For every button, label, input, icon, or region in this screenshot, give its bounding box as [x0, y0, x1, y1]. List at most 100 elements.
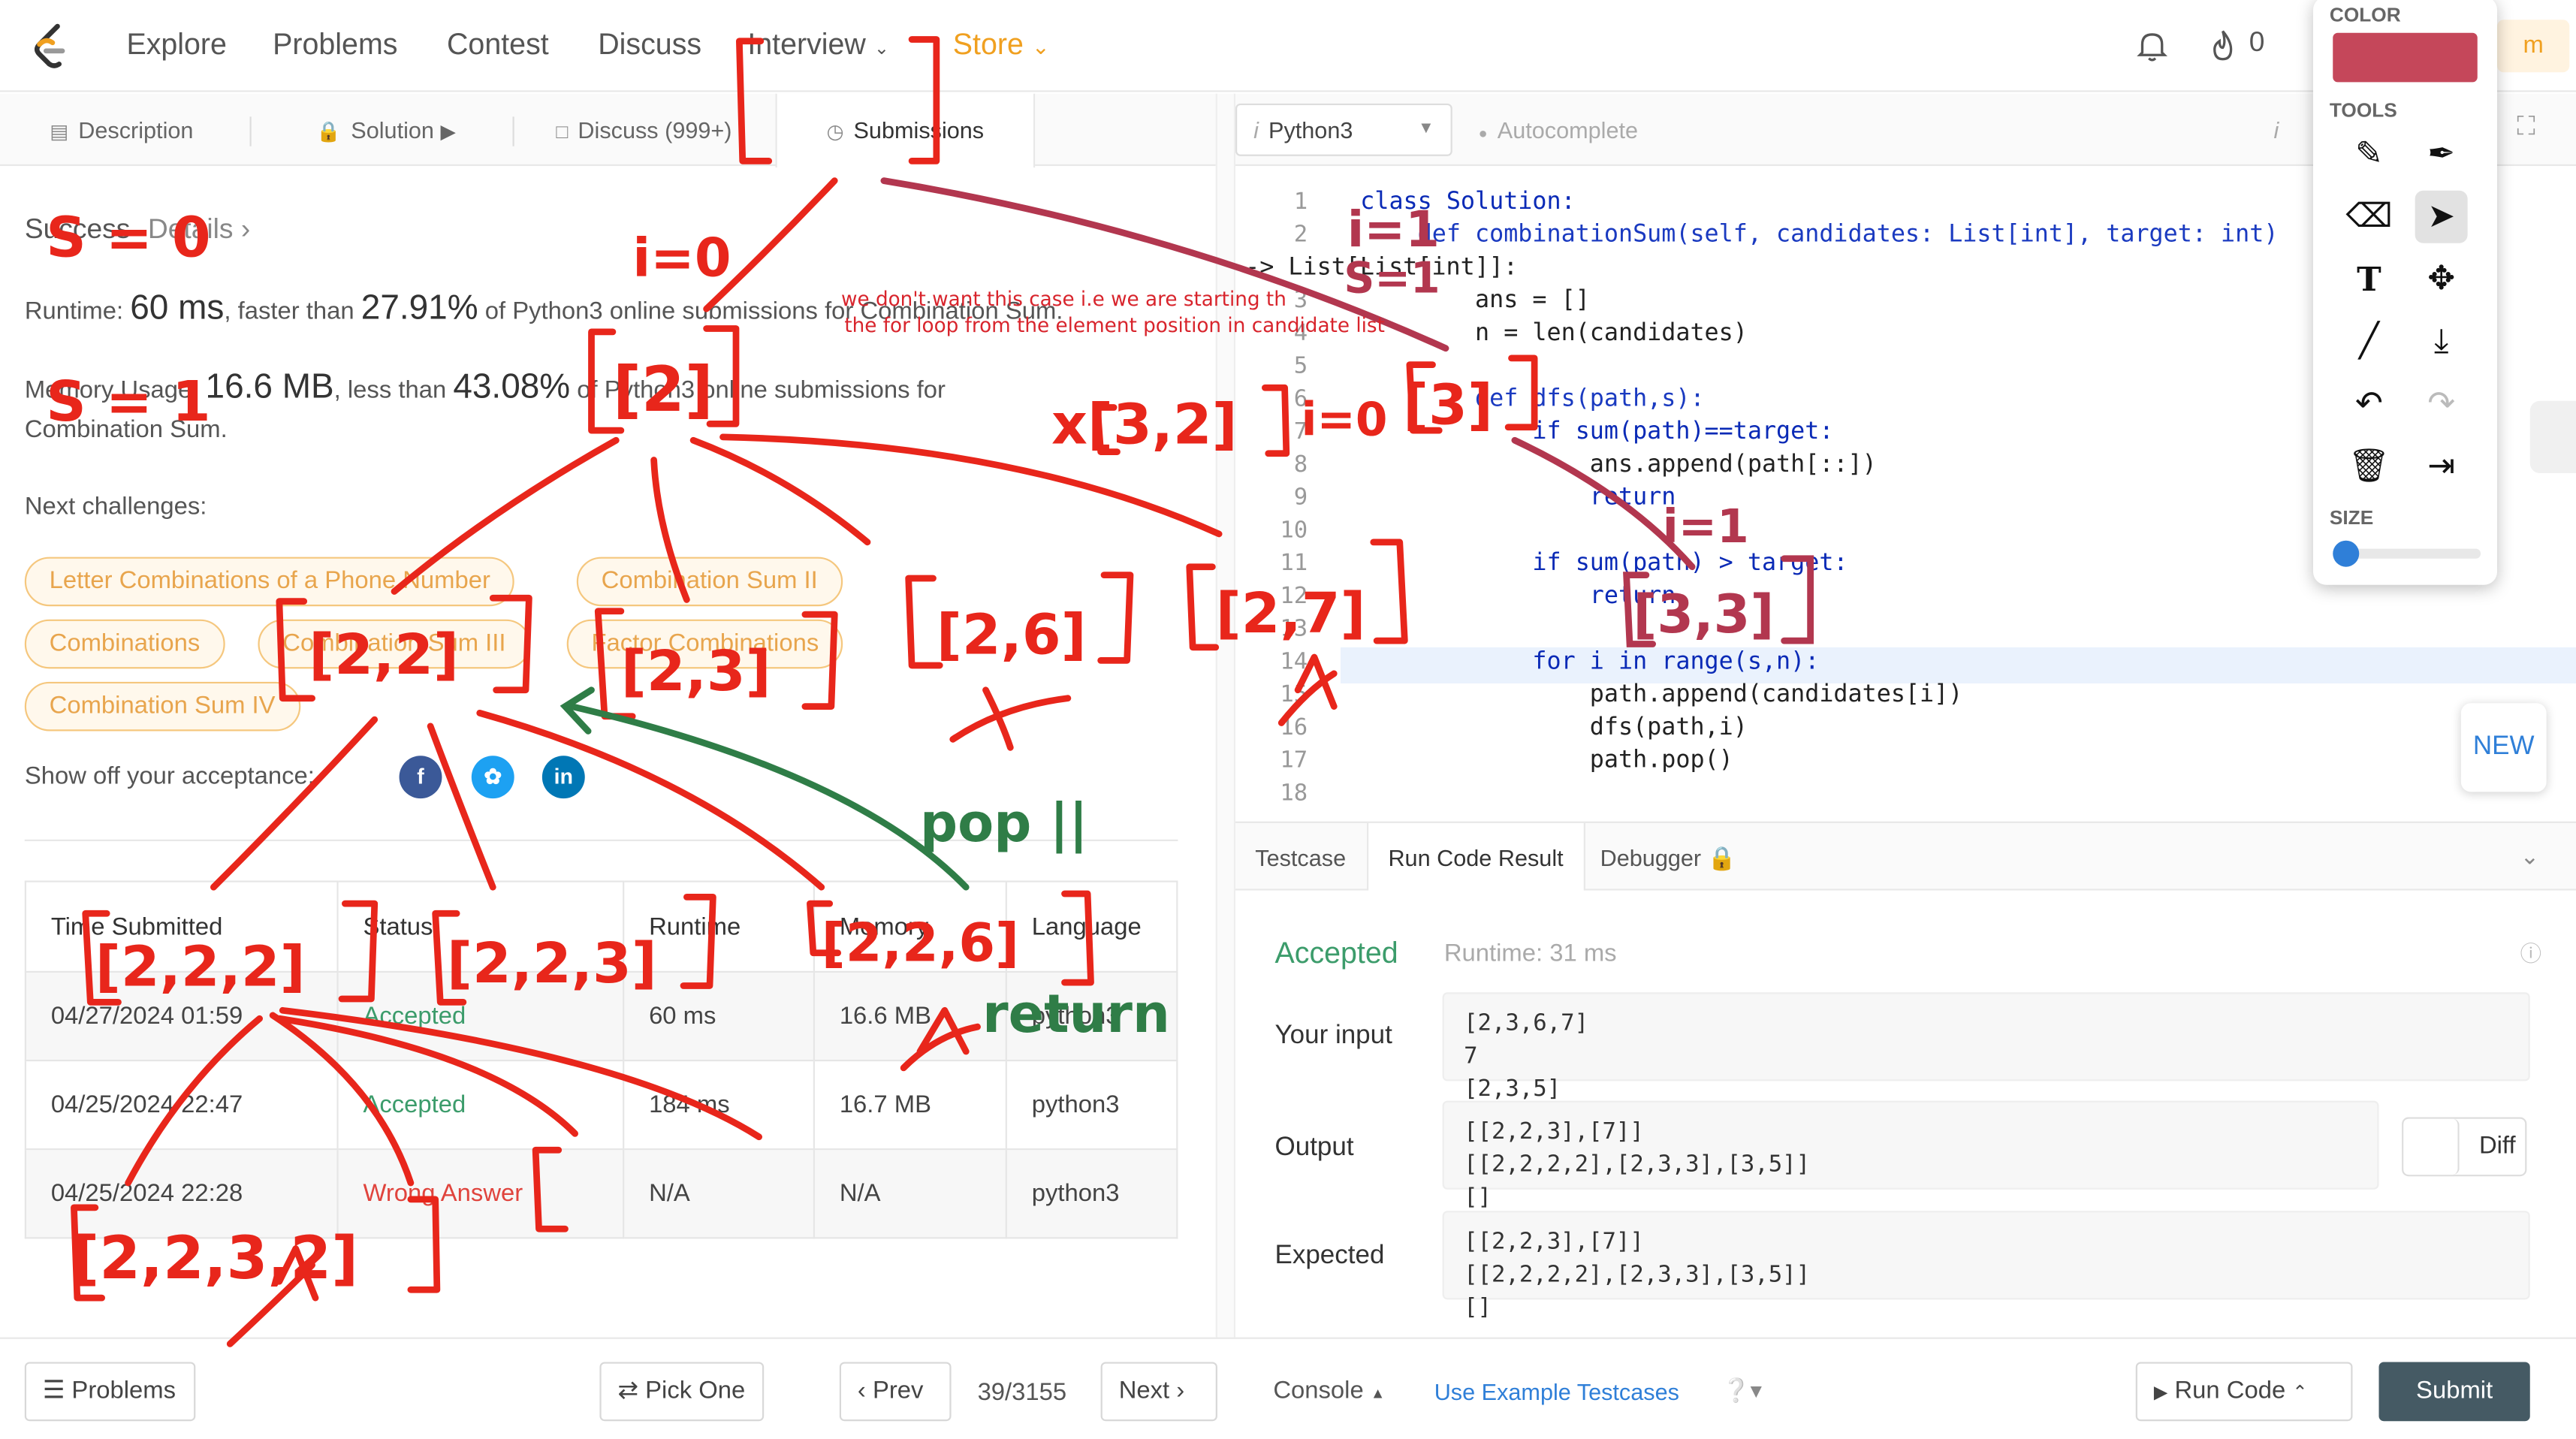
- cell-status[interactable]: Wrong Answer: [336, 1148, 625, 1239]
- challenge-combination-sum-ii[interactable]: Combination Sum II: [576, 557, 843, 607]
- chevron-left-icon: ‹: [857, 1377, 866, 1405]
- run-code-button[interactable]: ▶ Run Code ⌃: [2135, 1362, 2353, 1422]
- col-time-submitted[interactable]: Time Submitted: [24, 880, 339, 973]
- line-icon[interactable]: ╱: [2359, 323, 2379, 361]
- undo-icon[interactable]: ↶: [2355, 386, 2383, 423]
- cell-status[interactable]: Accepted: [336, 1059, 625, 1151]
- redo-icon[interactable]: ↷: [2427, 386, 2455, 423]
- challenge-combinations[interactable]: Combinations: [24, 619, 225, 669]
- nav-explore[interactable]: Explore: [126, 28, 227, 61]
- autocomplete-toggle[interactable]: ●Autocomplete: [1479, 116, 1638, 143]
- next-button[interactable]: Next ›: [1100, 1362, 1217, 1422]
- problem-counter: 39/3155: [977, 1378, 1067, 1407]
- bell-icon[interactable]: [2136, 29, 2169, 62]
- marker-icon[interactable]: ✒: [2427, 136, 2455, 173]
- premium-button[interactable]: m: [2497, 20, 2570, 73]
- output-box[interactable]: [[2,2,3],[7]] [[2,2,2,2],[2,3,3],[3,5]] …: [1442, 1100, 2379, 1211]
- col-language[interactable]: Language: [1005, 880, 1178, 973]
- new-badge-button[interactable]: NEW: [2460, 703, 2547, 792]
- pick-one-button[interactable]: ⇄ Pick One: [599, 1362, 765, 1422]
- color-swatch[interactable]: [2333, 32, 2478, 83]
- move-icon[interactable]: ✥: [2427, 261, 2455, 297]
- nav-store[interactable]: Store ⌄: [953, 28, 1050, 62]
- fire-count: 0: [2249, 26, 2265, 58]
- tab-discuss[interactable]: □Discuss (999+): [542, 94, 746, 166]
- line-number: 8: [1293, 451, 1308, 478]
- trash-icon[interactable]: 🗑: [2348, 448, 2390, 485]
- challenge-letter-combinations[interactable]: Letter Combinations of a Phone Number: [24, 557, 515, 607]
- diff-toggle[interactable]: Diff: [2402, 1117, 2527, 1177]
- tab-run-code-result[interactable]: Run Code Result: [1367, 822, 1585, 894]
- line-number: 16: [1280, 714, 1308, 741]
- info-icon[interactable]: i: [2273, 116, 2279, 143]
- tab-solution[interactable]: 🔒Solution ▶: [296, 94, 477, 166]
- size-slider-track[interactable]: [2336, 548, 2481, 559]
- tab-submissions[interactable]: ◷Submissions: [775, 93, 1036, 168]
- nav-discuss[interactable]: Discuss: [598, 28, 702, 61]
- runtime-percentile: 27.91%: [360, 289, 478, 327]
- challenge-factor-combinations[interactable]: Factor Combinations: [566, 619, 844, 669]
- show-off-label: Show off your acceptance:: [24, 762, 315, 791]
- runtime-faster-label: , faster than: [224, 297, 354, 326]
- success-link[interactable]: Success: [24, 213, 131, 245]
- chevron-down-icon: ⌄: [1031, 34, 1050, 59]
- details-link[interactable]: Details ›: [147, 213, 251, 245]
- expected-box[interactable]: [[2,2,3],[7]] [[2,2,2,2],[2,3,3],[3,5]] …: [1442, 1211, 2530, 1321]
- nav-interview[interactable]: Interview ⌄: [747, 28, 889, 62]
- your-input-box[interactable]: [2,3,6,7] 7 [2,3,5]: [1442, 992, 2530, 1103]
- console-toggle[interactable]: Console ▲: [1273, 1377, 1385, 1404]
- col-runtime[interactable]: Runtime: [623, 880, 815, 973]
- result-runtime: Runtime: 31 ms: [1443, 940, 1617, 968]
- exit-icon[interactable]: ⇥: [2427, 448, 2455, 485]
- cell-runtime: 184 ms: [623, 1059, 815, 1151]
- fullscreen-icon[interactable]: ⛶: [2517, 113, 2535, 142]
- nav-problems[interactable]: Problems: [273, 28, 398, 61]
- line-number: 11: [1280, 550, 1308, 577]
- pane-resize-handle[interactable]: [1215, 93, 1235, 1338]
- tab-testcase[interactable]: Testcase: [1255, 844, 1347, 871]
- table-row[interactable]: 04/27/2024 01:59 Accepted 60 ms 16.6 MB …: [24, 970, 1178, 1062]
- submit-button[interactable]: Submit: [2378, 1362, 2530, 1422]
- facebook-icon[interactable]: f: [399, 756, 442, 799]
- pointer-icon[interactable]: ➤: [2415, 190, 2468, 243]
- fire-icon[interactable]: [2206, 28, 2240, 64]
- pencil-icon[interactable]: ✎: [2355, 136, 2383, 173]
- col-memory[interactable]: Memory: [813, 880, 1007, 973]
- line-number: 14: [1280, 649, 1308, 676]
- tab-debugger[interactable]: Debugger 🔒: [1580, 823, 1756, 892]
- cell-language: python3: [1005, 1148, 1178, 1239]
- text-icon[interactable]: T: [2357, 259, 2381, 300]
- cell-status[interactable]: Accepted: [336, 970, 625, 1062]
- help-icon[interactable]: ⓘ: [2520, 941, 2542, 967]
- eraser-icon[interactable]: ⌫: [2345, 198, 2393, 235]
- cell-runtime: N/A: [623, 1148, 815, 1239]
- download-icon[interactable]: ⤓: [2433, 323, 2449, 361]
- challenge-combination-sum-iv[interactable]: Combination Sum IV: [24, 681, 300, 732]
- memory-tail-line2: Combination Sum.: [24, 415, 228, 444]
- table-row[interactable]: 04/25/2024 22:47 Accepted 184 ms 16.7 MB…: [24, 1059, 1178, 1151]
- tab-description[interactable]: ▤Description: [23, 94, 221, 166]
- tab-discuss-label: Discuss (999+): [578, 116, 732, 143]
- leetcode-logo-icon[interactable]: [29, 21, 72, 71]
- side-panel-toggle[interactable]: [2529, 400, 2576, 473]
- twitter-icon[interactable]: ✿: [471, 756, 514, 799]
- prev-button[interactable]: ‹ Prev: [839, 1362, 952, 1422]
- problems-button[interactable]: ☰ Problems: [24, 1362, 196, 1422]
- code-line: ans = []: [1360, 287, 1590, 314]
- next-label: Next: [1118, 1377, 1170, 1405]
- tools-title: TOOLS: [2329, 98, 2397, 122]
- details-link-label: Details: [147, 213, 234, 245]
- nav-contest[interactable]: Contest: [447, 28, 549, 61]
- size-slider-thumb[interactable]: [2333, 540, 2360, 567]
- chevron-down-icon[interactable]: ⌄: [2520, 843, 2540, 870]
- col-status[interactable]: Status: [336, 880, 625, 973]
- linkedin-icon[interactable]: in: [541, 756, 585, 799]
- table-row[interactable]: 04/25/2024 22:28 Wrong Answer N/A N/A py…: [24, 1148, 1178, 1239]
- use-example-testcases-link[interactable]: Use Example Testcases: [1434, 1378, 1679, 1405]
- diff-switch-knob: [2403, 1118, 2460, 1175]
- bottom-toolbar: ☰ Problems ⇄ Pick One ‹ Prev 39/3155 Nex…: [0, 1337, 2576, 1439]
- challenge-combination-sum-iii[interactable]: Combination Sum III: [258, 619, 531, 669]
- help-dropdown-icon[interactable]: ❔▾: [1721, 1377, 1763, 1404]
